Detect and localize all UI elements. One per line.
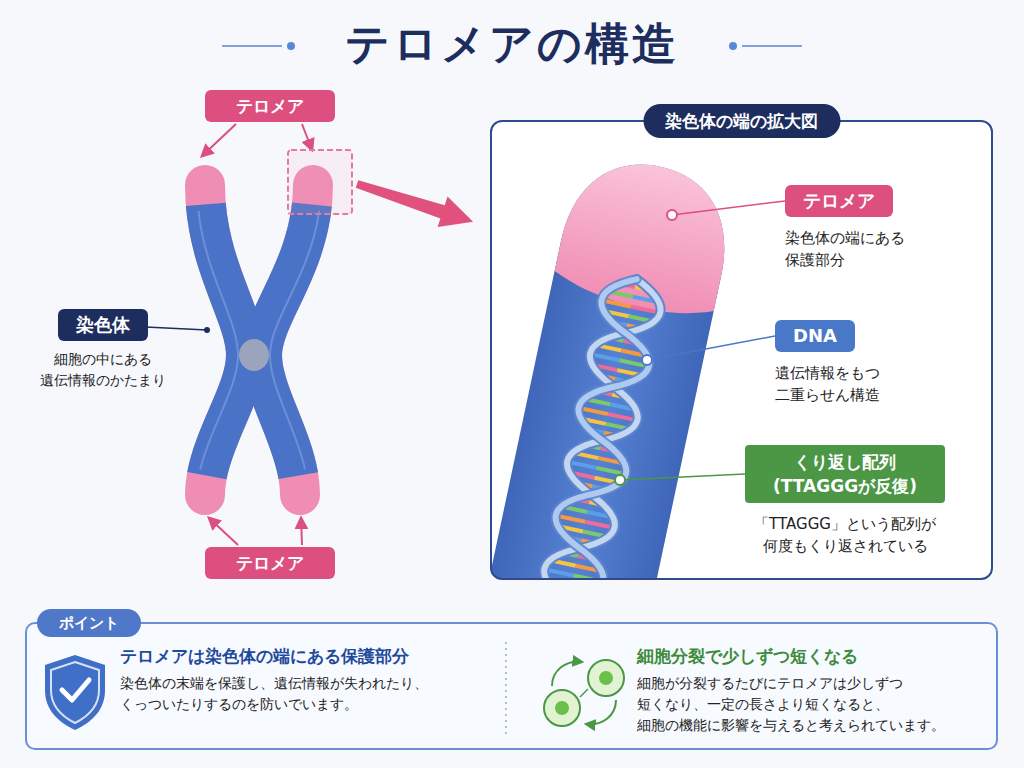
dna-helix bbox=[527, 273, 666, 579]
telomere-tip bbox=[205, 185, 246, 495]
chromosome bbox=[197, 185, 321, 495]
centromere bbox=[239, 339, 269, 371]
strand bbox=[527, 273, 666, 579]
pointer-arrow bbox=[202, 124, 236, 156]
points-fill bbox=[25, 622, 998, 750]
zoom-frame bbox=[288, 150, 352, 214]
check-mark bbox=[62, 680, 89, 700]
chromatid-texture bbox=[197, 185, 238, 495]
point-heading: 細胞分裂で少しずつ短くなる bbox=[637, 644, 967, 668]
callout-leaders bbox=[615, 201, 785, 485]
chromatid bbox=[262, 185, 313, 495]
dna-callout: DNA 遺伝情報をもつ 二重らせん構造 bbox=[775, 320, 955, 406]
zoom-panel: 染色体の端の拡大図テロメア染色体の端にある 保護部分DNA遺伝情報をもつ 二重ら… bbox=[490, 120, 993, 580]
callout-body: 染色体の端にある 保護部分 bbox=[785, 227, 935, 271]
point-body: 染色体の末端を保護し、遺伝情報が失われたり、 くっついたりするのを防いでいます。 bbox=[120, 673, 460, 715]
point-item: テロメアは染色体の端にある保護部分染色体の末端を保護し、遺伝情報が失われたり、 … bbox=[120, 644, 460, 715]
cell bbox=[544, 690, 580, 726]
cell-nucleus bbox=[555, 701, 569, 715]
telomere-tip bbox=[262, 185, 313, 495]
cycle-arrow bbox=[552, 662, 582, 686]
leader-dot bbox=[204, 327, 210, 333]
points-tab: ポイント bbox=[37, 609, 141, 637]
cell bbox=[588, 660, 624, 696]
leader-dot bbox=[667, 210, 677, 220]
leader-dot bbox=[615, 475, 625, 485]
telomere-label: テロメア bbox=[205, 90, 335, 122]
deco-line bbox=[222, 45, 282, 47]
callout-body: 細胞の中にある 遺伝情報のかたまり bbox=[28, 349, 178, 391]
split-mark bbox=[580, 689, 588, 697]
points-box: ポイントテロメアは染色体の端にある保護部分染色体の末端を保護し、遺伝情報が失われ… bbox=[25, 622, 998, 750]
strand-edge bbox=[527, 273, 666, 579]
strand bbox=[527, 273, 666, 579]
pointer-arrow bbox=[209, 518, 238, 545]
leader-line bbox=[620, 474, 745, 480]
chromatid bbox=[205, 185, 246, 495]
shield-icon bbox=[45, 655, 105, 730]
leader-line bbox=[647, 336, 775, 360]
panel-header: 染色体の端の拡大図 bbox=[643, 104, 840, 138]
leader-dot bbox=[642, 355, 652, 365]
cell-division-icon bbox=[544, 660, 624, 726]
pointer-arrow bbox=[302, 124, 312, 150]
label-text: テロメア bbox=[236, 552, 304, 575]
divider bbox=[505, 642, 507, 738]
deco-line bbox=[742, 45, 802, 47]
point-item: 細胞分裂で少しずつ短くなる細胞が分裂するたびにテロメアは少しずつ 短くなり、一定… bbox=[637, 644, 967, 736]
point-body: 細胞が分裂するたびにテロメアは少しずつ 短くなり、一定の長さより短くなると、 細… bbox=[637, 673, 967, 736]
zoom-arrow-shape bbox=[352, 169, 478, 237]
callout-heading: DNA bbox=[775, 320, 855, 352]
callout-body: 遺伝情報をもつ 二重らせん構造 bbox=[775, 362, 925, 406]
zoomed-arm bbox=[491, 133, 752, 579]
telomere-cap bbox=[543, 133, 752, 324]
deco-dot bbox=[729, 42, 737, 50]
telomere-label: テロメア bbox=[205, 547, 335, 579]
deco-dot bbox=[287, 42, 295, 50]
repeat-callout: くり返し配列 (TTAGGGが反復) 「TTAGGG」という配列が 何度もくり返さ… bbox=[745, 445, 945, 557]
shield-inner bbox=[51, 662, 99, 723]
arm-body bbox=[491, 133, 752, 579]
shield-shape bbox=[45, 655, 105, 730]
cell-nucleus bbox=[599, 671, 613, 685]
page-title: テロメアの構造 bbox=[0, 14, 1024, 74]
callout-heading: 染色体 bbox=[58, 309, 148, 341]
telomere-callout: テロメア染色体の端にある 保護部分 bbox=[785, 185, 965, 271]
chromatid-texture bbox=[270, 185, 321, 495]
pointer-arrow bbox=[301, 518, 302, 545]
label-text: テロメア bbox=[236, 95, 304, 118]
callout-heading: テロメア bbox=[785, 185, 893, 217]
callout-body: 「TTAGGG」という配列が 何度もくり返されている bbox=[745, 513, 945, 557]
cap-shape bbox=[543, 133, 752, 324]
callout-heading: くり返し配列 (TTAGGGが反復) bbox=[745, 445, 945, 503]
cycle-arrow bbox=[586, 700, 616, 724]
chromosome-callout: 染色体細胞の中にある 遺伝情報のかたまり bbox=[28, 309, 178, 391]
zoom-arrow bbox=[352, 169, 478, 237]
leader-line bbox=[672, 201, 785, 215]
point-heading: テロメアは染色体の端にある保護部分 bbox=[120, 644, 460, 668]
strand-edge bbox=[527, 273, 666, 579]
